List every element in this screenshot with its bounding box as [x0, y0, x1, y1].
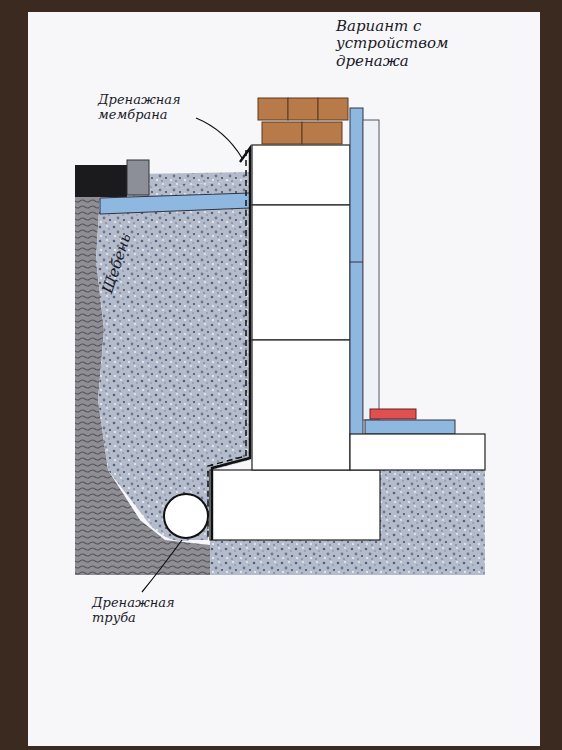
brick-courses — [258, 98, 348, 144]
wall-lining — [363, 120, 379, 420]
curb — [127, 160, 149, 195]
wall-insulation — [350, 108, 363, 435]
membrane-dimples — [208, 150, 246, 540]
leader-line — [142, 540, 182, 592]
horizontal-insulation — [100, 193, 250, 214]
floor-insulation — [365, 420, 455, 434]
wall-block — [252, 145, 350, 205]
wall-block — [252, 205, 350, 340]
footing — [210, 470, 380, 540]
leader-line — [196, 118, 242, 158]
drainage-membrane — [212, 148, 250, 540]
handwritten-label: Дренажная труба — [92, 596, 182, 626]
gravel-bed — [210, 540, 485, 575]
asphalt — [75, 165, 127, 197]
floor-slab — [350, 434, 485, 470]
floor-finish — [370, 409, 416, 419]
handwritten-label: Дренажная мембрана — [98, 93, 198, 123]
handwritten-label: Вариант с устройством дренажа — [336, 18, 466, 70]
wall-block — [252, 340, 350, 470]
gravel-under-floor — [380, 470, 485, 540]
paper-sheet — [28, 12, 540, 746]
drainage-pipe — [164, 494, 208, 538]
